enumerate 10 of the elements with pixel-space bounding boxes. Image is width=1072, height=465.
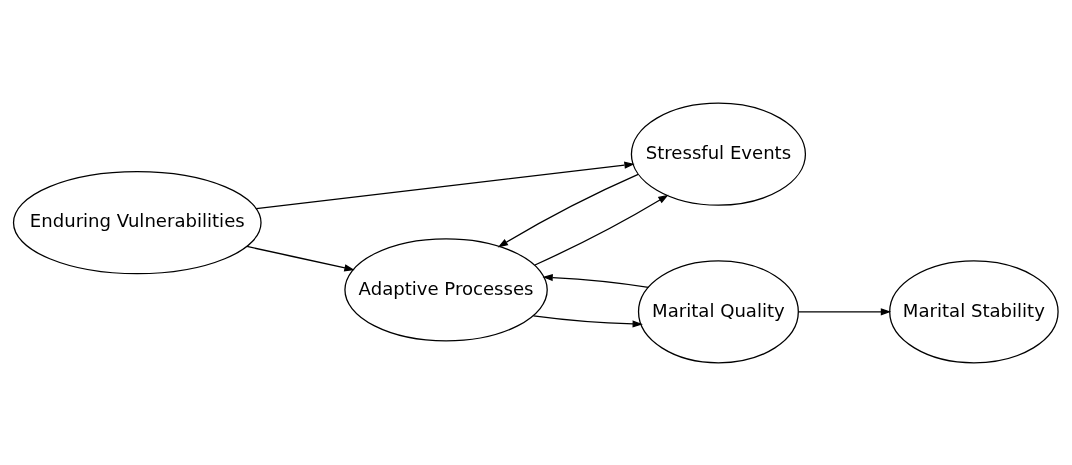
- arrow: [497, 173, 639, 247]
- arrow: [534, 194, 669, 266]
- node-ellipse: Marital Quality: [637, 259, 799, 363]
- arrow: [246, 245, 355, 271]
- arrow: [255, 161, 635, 209]
- arrow: [532, 314, 643, 328]
- arrow: [797, 307, 892, 315]
- node-ellipse: Marital Stability: [889, 259, 1059, 363]
- node-ellipse: Enduring Vulnerabilities: [12, 170, 262, 274]
- arrow: [542, 273, 650, 288]
